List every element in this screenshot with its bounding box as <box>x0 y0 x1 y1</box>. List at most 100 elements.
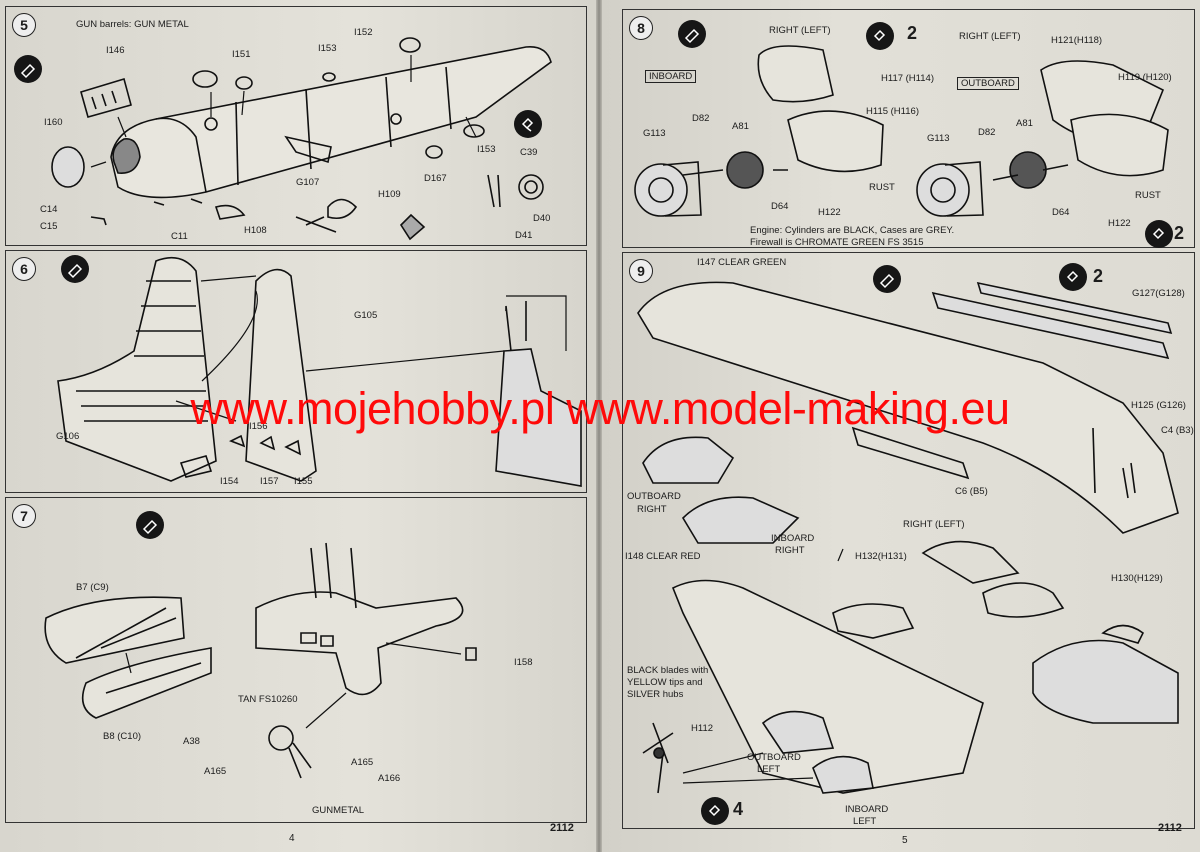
page-number-right: 5 <box>902 835 908 846</box>
glue-icon <box>678 20 706 48</box>
propeller-note: YELLOW tips and <box>627 677 703 688</box>
part-label: H130(H129) <box>1111 573 1163 584</box>
part-label: D64 <box>771 201 789 212</box>
part-label: A81 <box>1016 118 1033 129</box>
paint-icon <box>866 22 894 50</box>
part-label: C14 <box>40 204 58 215</box>
part-label: D82 <box>978 127 996 138</box>
quantity-label: 4 <box>733 799 744 819</box>
step-9-panel: 9 I147 CLEAR GREEN 2 G127(G12 <box>622 252 1195 829</box>
part-label: H119 (H120) <box>1118 72 1172 83</box>
watermark: www.mojehobby.pl www.model-making.eu <box>190 383 1010 434</box>
wing-drawing <box>637 281 1179 794</box>
part-label: H132(H131) <box>855 551 907 562</box>
step-number: 6 <box>12 257 36 281</box>
part-label: A81 <box>732 121 749 132</box>
fuselage-drawing <box>51 37 552 241</box>
kit-code-right: 2112 <box>1158 822 1182 834</box>
page-number-left: 4 <box>289 833 295 844</box>
step-number: 9 <box>629 259 653 283</box>
part-label: H117 (H114) <box>881 73 934 84</box>
part-label: G106 <box>56 431 80 442</box>
part-label: I153 <box>477 144 496 155</box>
part-label: C6 (B5) <box>955 486 988 497</box>
part-label: G113 <box>643 128 666 139</box>
part-label: H122 <box>1108 218 1131 229</box>
part-label: A165 <box>204 766 227 777</box>
part-label: C4 (B3) <box>1161 425 1194 436</box>
step-7-panel: 7 B7 (C9) B8 (C10) I158 TAN FS10260 A38 … <box>5 497 587 823</box>
color-note-tan: TAN FS10260 <box>238 694 298 705</box>
step-5-panel: 5 GUN barrels: GUN <box>5 6 587 246</box>
gun-barrel-note: GUN barrels: GUN METAL <box>76 19 189 30</box>
outboard-right-label: OUTBOARD <box>627 491 681 502</box>
part-label: D40 <box>533 213 551 224</box>
part-label: I153 <box>318 43 337 54</box>
quantity-label: 2 <box>1093 266 1104 286</box>
inboard-right-label: INBOARD <box>771 533 815 544</box>
part-label: C15 <box>40 221 58 232</box>
propeller-note: BLACK blades with <box>627 665 709 676</box>
part-label: H125 (G126) <box>1131 400 1186 411</box>
part-label: H112 <box>691 723 714 734</box>
glue-icon <box>136 511 164 539</box>
outboard-left-label: OUTBOARD <box>747 752 801 763</box>
part-label: G105 <box>354 310 378 321</box>
step-number: 5 <box>12 13 36 37</box>
engine-note: Firewall is CHROMATE GREEN FS 3515 <box>750 237 924 248</box>
part-label: D64 <box>1052 207 1070 218</box>
part-label: I156 <box>249 421 268 432</box>
inboard-left-label: LEFT <box>853 816 877 827</box>
glue-icon <box>61 255 89 283</box>
clear-red-note: I148 CLEAR RED <box>625 551 701 562</box>
part-label: G107 <box>296 177 320 188</box>
part-label: B7 (C9) <box>76 582 109 593</box>
inboard-label: INBOARD <box>645 70 697 83</box>
part-label: H109 <box>378 189 401 200</box>
inboard-right-label: RIGHT <box>775 545 805 556</box>
part-label: I152 <box>354 27 373 38</box>
step-number: 8 <box>629 16 653 40</box>
part-label: B8 (C10) <box>103 731 142 742</box>
right-left-label: RIGHT (LEFT) <box>903 519 965 530</box>
paint-icon <box>1059 263 1087 291</box>
glue-icon <box>873 265 901 293</box>
part-label: H115 (H116) <box>866 106 919 117</box>
part-label: D167 <box>424 173 447 184</box>
part-label: A165 <box>351 757 374 768</box>
propeller-note: SILVER hubs <box>627 689 684 700</box>
part-label: I157 <box>260 476 279 487</box>
part-label: I160 <box>44 117 63 128</box>
outboard-label: OUTBOARD <box>957 77 1019 90</box>
kit-code-left: 2112 <box>550 822 574 834</box>
paint-icon <box>701 797 729 825</box>
engine-note: Engine: Cylinders are BLACK, Cases are G… <box>750 225 955 236</box>
stabilizer-drawing <box>44 542 477 779</box>
paint-rust: RUST <box>869 182 895 193</box>
part-label: A166 <box>378 773 401 784</box>
quantity-label: 2 <box>1174 223 1185 243</box>
part-label: I146 <box>106 45 125 56</box>
part-label: H122 <box>818 207 841 218</box>
page-fold <box>596 0 602 852</box>
inboard-left-label: INBOARD <box>845 804 889 815</box>
part-label: C39 <box>520 147 538 158</box>
part-label: C11 <box>171 231 188 242</box>
paint-icon <box>514 110 542 138</box>
engine-drawing <box>634 45 1169 217</box>
part-label: H121(H118) <box>1051 35 1103 46</box>
clear-green-note: I147 CLEAR GREEN <box>697 257 787 268</box>
part-label: H108 <box>244 225 267 236</box>
paint-icon <box>1145 220 1173 248</box>
step-6-panel: 6 G105 G106 I156 I154 I157 I155 <box>5 250 587 493</box>
part-label: I151 <box>232 49 251 60</box>
part-label: I154 <box>220 476 239 487</box>
step-number: 7 <box>12 504 36 528</box>
paint-rust: RUST <box>1135 190 1161 201</box>
part-label: D82 <box>692 113 710 124</box>
quantity-label: 2 <box>907 23 918 43</box>
part-label: I158 <box>514 657 533 668</box>
outboard-right-label: RIGHT <box>637 504 667 515</box>
part-label: G113 <box>927 133 950 144</box>
part-label: I155 <box>294 476 313 487</box>
